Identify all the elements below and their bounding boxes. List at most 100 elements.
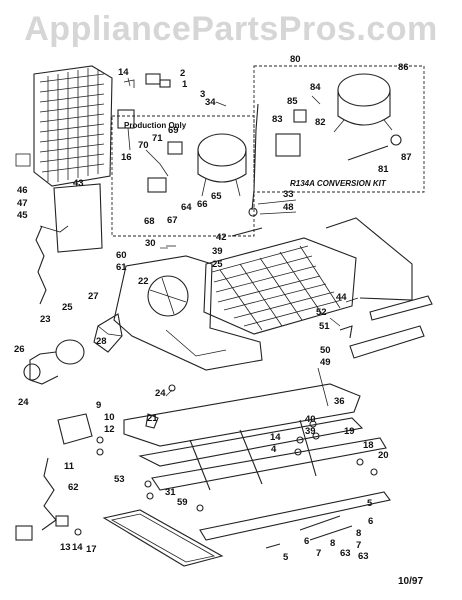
part-label-36: 36 xyxy=(334,396,345,407)
part-label-23: 23 xyxy=(40,314,51,325)
part-label-69: 69 xyxy=(168,125,179,136)
part-label-63: 63 xyxy=(358,551,369,562)
part-label-60: 60 xyxy=(116,250,127,261)
part-label-44: 44 xyxy=(336,292,347,303)
part-label-39: 39 xyxy=(305,426,316,437)
part-label-3: 3 xyxy=(200,89,205,100)
part-label-48: 48 xyxy=(283,202,294,213)
thermostat-bracket xyxy=(117,73,171,151)
drain-pan xyxy=(102,509,224,567)
part-label-87: 87 xyxy=(401,152,412,163)
part-label-19: 19 xyxy=(344,426,355,437)
part-label-34: 34 xyxy=(205,97,216,108)
part-label-17: 17 xyxy=(86,544,97,555)
part-label-82: 82 xyxy=(315,117,326,128)
power-cord xyxy=(15,457,82,541)
part-label-71: 71 xyxy=(152,133,163,144)
part-label-81: 81 xyxy=(378,164,389,175)
part-label-43: 43 xyxy=(73,178,84,189)
part-label-6: 6 xyxy=(368,516,373,527)
part-label-70: 70 xyxy=(138,140,149,151)
part-label-14: 14 xyxy=(72,542,83,553)
conversion-kit-title: R134A CONVERSION KIT xyxy=(290,179,387,188)
part-label-26: 26 xyxy=(14,344,25,355)
part-label-5: 5 xyxy=(367,498,373,509)
part-label-86: 86 xyxy=(398,62,409,73)
conversion-compressor xyxy=(275,73,402,161)
evaporator-cover-panel xyxy=(15,153,103,253)
part-label-27: 27 xyxy=(88,291,99,302)
part-label-52: 52 xyxy=(316,307,327,318)
part-label-7: 7 xyxy=(356,540,361,551)
part-label-21: 21 xyxy=(147,413,158,424)
part-label-14: 14 xyxy=(118,67,129,78)
part-label-67: 67 xyxy=(167,215,178,226)
tube-bracket xyxy=(317,295,433,407)
drier-tube xyxy=(166,103,263,247)
part-label-59: 59 xyxy=(177,497,188,508)
part-label-13: 13 xyxy=(60,542,71,553)
part-label-24: 24 xyxy=(155,388,166,399)
fan-motor xyxy=(23,339,85,385)
part-label-40: 40 xyxy=(305,414,316,425)
evaporator-coil xyxy=(33,65,113,187)
part-label-6: 6 xyxy=(304,536,309,547)
part-label-39: 39 xyxy=(212,246,223,257)
part-label-42: 42 xyxy=(216,232,227,243)
part-label-2: 2 xyxy=(180,68,185,79)
production-only-box xyxy=(111,115,255,237)
part-label-11: 11 xyxy=(64,461,75,472)
part-label-14: 14 xyxy=(270,432,281,443)
base-frame xyxy=(123,383,391,541)
part-label-51: 51 xyxy=(319,321,330,332)
part-label-49: 49 xyxy=(320,357,331,368)
compressor-base xyxy=(113,255,263,371)
leader-lines xyxy=(127,77,359,397)
part-label-22: 22 xyxy=(138,276,149,287)
part-label-8: 8 xyxy=(330,538,335,549)
part-label-12: 12 xyxy=(104,424,115,435)
part-label-63: 63 xyxy=(340,548,351,559)
production-only-title: Production Only xyxy=(124,121,187,130)
part-label-30: 30 xyxy=(145,238,156,249)
condenser-fan xyxy=(93,313,123,353)
part-label-31: 31 xyxy=(165,487,176,498)
production-compressor xyxy=(145,133,247,197)
part-label-65: 65 xyxy=(211,191,222,202)
part-label-9: 9 xyxy=(96,400,101,411)
part-label-5: 5 xyxy=(283,552,289,563)
part-label-33: 33 xyxy=(283,189,294,200)
part-label-85: 85 xyxy=(287,96,298,107)
defrost-heater-wire xyxy=(35,225,69,305)
part-label-61: 61 xyxy=(116,262,127,273)
part-label-8: 8 xyxy=(356,528,361,539)
part-label-46: 46 xyxy=(17,185,28,196)
screws-hardware xyxy=(144,384,378,549)
part-label-47: 47 xyxy=(17,198,28,209)
conversion-kit-box xyxy=(253,65,425,193)
part-label-83: 83 xyxy=(272,114,283,125)
part-label-64: 64 xyxy=(181,202,192,213)
part-label-7: 7 xyxy=(316,548,321,559)
part-label-53: 53 xyxy=(114,474,125,485)
watermark: AppliancePartsPros.com xyxy=(24,10,438,48)
part-label-80: 80 xyxy=(290,54,301,65)
date-code: 10/97 xyxy=(398,576,423,587)
relay-cover xyxy=(57,413,104,456)
part-label-45: 45 xyxy=(17,210,28,221)
part-label-18: 18 xyxy=(363,440,374,451)
part-label-1: 1 xyxy=(182,79,188,90)
part-label-4: 4 xyxy=(271,444,277,455)
part-label-66: 66 xyxy=(197,199,208,210)
part-label-50: 50 xyxy=(320,345,331,356)
part-label-62: 62 xyxy=(68,482,79,493)
part-label-20: 20 xyxy=(378,450,389,461)
part-label-10: 10 xyxy=(104,412,115,423)
part-label-25: 25 xyxy=(212,259,223,270)
part-label-24: 24 xyxy=(18,397,29,408)
part-label-68: 68 xyxy=(144,216,155,227)
discharge-line xyxy=(325,217,413,301)
part-label-25: 25 xyxy=(62,302,73,313)
